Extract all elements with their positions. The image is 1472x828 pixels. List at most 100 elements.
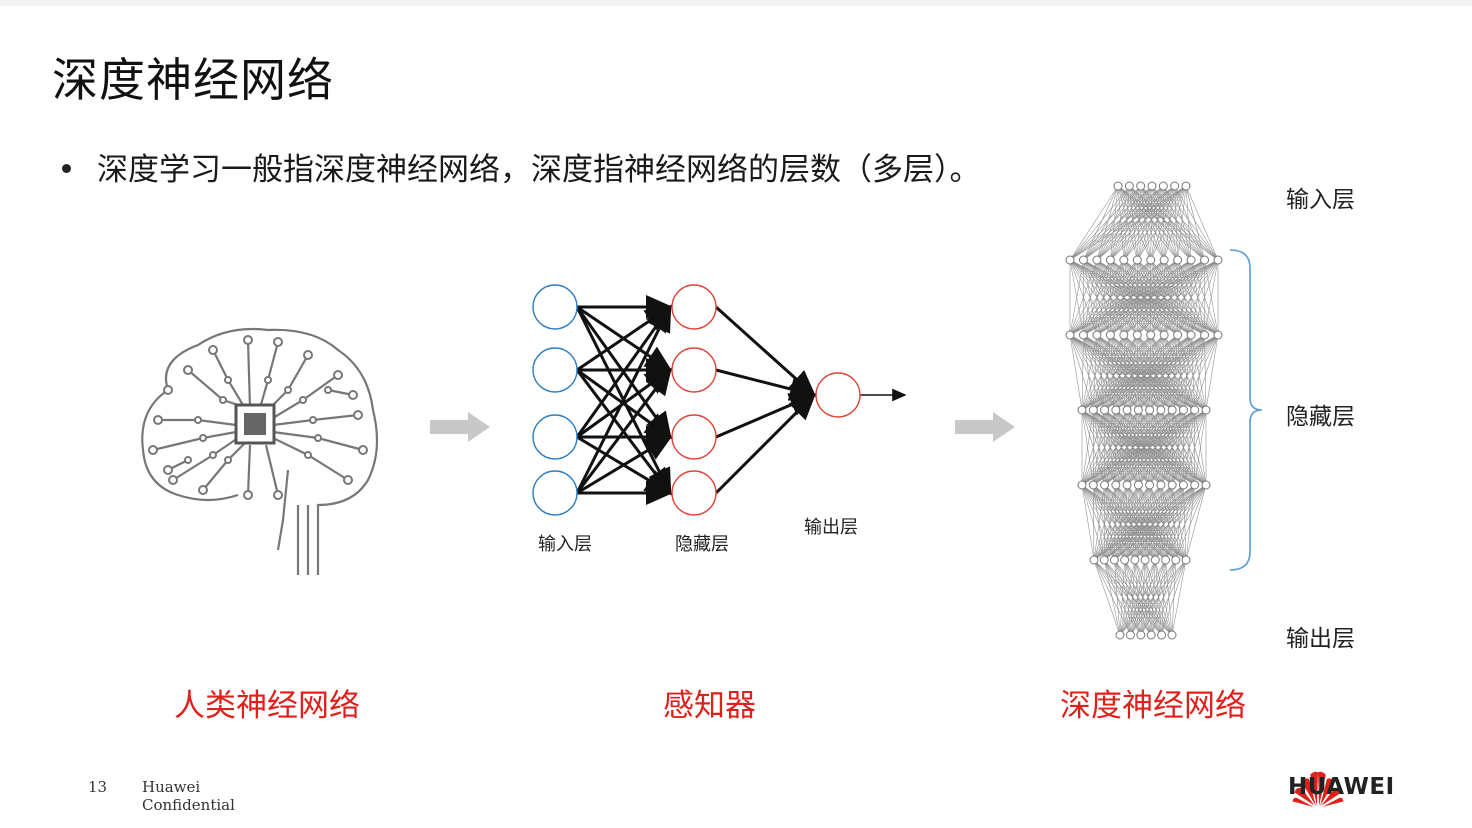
dnn-edge	[1175, 484, 1207, 561]
dnn-edge	[1069, 334, 1128, 411]
dnn-edge	[1093, 409, 1207, 486]
dnn-edge	[1163, 185, 1187, 261]
dnn-edge	[1093, 484, 1150, 561]
dnn-edge	[1081, 409, 1150, 486]
dnn-edge	[1093, 484, 1139, 561]
dnn-edge	[1177, 185, 1187, 261]
dnn-edge	[1093, 334, 1192, 411]
dnn-node	[1146, 330, 1156, 340]
perceptron-edge	[575, 367, 672, 494]
dnn-edge	[1119, 559, 1166, 636]
top-border	[0, 0, 1472, 6]
dnn-edge	[1119, 559, 1136, 636]
dnn-edge	[1081, 409, 1105, 486]
dnn-node	[1109, 555, 1119, 565]
dnn-edge	[1171, 334, 1219, 411]
dnn-edge	[1165, 484, 1173, 561]
dnn-edge	[1136, 185, 1141, 261]
dnn-node	[1125, 630, 1135, 640]
dnn-edge	[1177, 259, 1219, 336]
dnn-edge	[1103, 484, 1117, 561]
dnn-edge	[1124, 484, 1162, 561]
dnn-edge	[1124, 484, 1195, 561]
dnn-node	[1130, 555, 1140, 565]
dnn-edge	[1150, 185, 1175, 261]
dnn-edge	[1115, 484, 1187, 561]
dnn-node	[1133, 405, 1143, 415]
dnn-edge	[1114, 484, 1162, 561]
dnn-edge	[1119, 559, 1146, 636]
dnn-edge	[1155, 484, 1184, 561]
dnn-edge	[1069, 334, 1117, 411]
dnn-node	[1124, 181, 1134, 191]
perceptron-output-node	[815, 372, 861, 418]
deep-network-caption: 深度神经网络	[1060, 688, 1246, 724]
dnn-edge	[1151, 185, 1192, 261]
dnn-edge	[1150, 559, 1187, 636]
dnn-edge	[1083, 185, 1175, 261]
dnn-edge	[1096, 185, 1187, 261]
dnn-edge	[1114, 559, 1121, 636]
dnn-edge	[1165, 484, 1195, 561]
dnn-edge	[1140, 559, 1187, 636]
dnn-edge	[1160, 484, 1187, 561]
dnn-edge	[1190, 259, 1219, 336]
dnn-edge	[1115, 484, 1146, 561]
dnn-edge	[1163, 185, 1175, 261]
perceptron-input-node	[532, 284, 578, 330]
dnn-edge	[1185, 185, 1219, 261]
dnn-node	[1105, 255, 1115, 265]
dnn-edge	[1123, 259, 1219, 336]
dnn-edge	[1140, 185, 1219, 261]
perceptron-hidden-node	[671, 470, 717, 516]
dnn-edge	[1150, 185, 1187, 261]
dnn-edge	[1069, 259, 1178, 336]
dnn-edge	[1093, 334, 1219, 411]
dnn-edge	[1124, 484, 1173, 561]
dnn-edge	[1134, 484, 1139, 561]
dnn-edge	[1160, 409, 1207, 486]
dnn-node	[1178, 405, 1188, 415]
dnn-node	[1167, 630, 1177, 640]
dnn-node	[1120, 555, 1130, 565]
dnn-node	[1119, 330, 1129, 340]
dnn-edge	[1151, 185, 1205, 261]
dnn-edge	[1144, 484, 1184, 561]
dnn-edge	[1134, 484, 1195, 561]
dnn-edge	[1069, 259, 1165, 336]
page-number: 13	[88, 778, 108, 796]
dnn-node	[1078, 255, 1088, 265]
dnn-edge	[1104, 334, 1125, 411]
dnn-edge	[1174, 185, 1219, 261]
dnn-node	[1122, 405, 1132, 415]
dnn-edge	[1115, 334, 1205, 411]
dnn-edge	[1150, 185, 1164, 261]
dnn-edge	[1150, 185, 1153, 261]
dnn-node	[1105, 330, 1115, 340]
dnn-edge	[1138, 484, 1156, 561]
dnn-edge	[1096, 185, 1164, 261]
perceptron-hidden-label: 隐藏层	[675, 534, 729, 555]
dnn-edge	[1110, 334, 1139, 411]
dnn-edge	[1138, 334, 1178, 411]
dnn-edge	[1110, 185, 1141, 261]
dnn-node	[1170, 181, 1180, 191]
perceptron-input-node	[532, 470, 578, 516]
dnn-node	[1167, 405, 1177, 415]
dnn-edge	[1104, 409, 1207, 486]
dnn-edge	[1092, 334, 1098, 411]
dnn-edge	[1069, 334, 1105, 411]
dnn-edge	[1140, 185, 1205, 261]
dnn-edge	[1110, 334, 1128, 411]
dnn-edge	[1138, 484, 1187, 561]
dnn-edge	[1104, 334, 1178, 411]
dnn-node	[1136, 181, 1146, 191]
dnn-edge	[1081, 334, 1111, 411]
dnn-edge	[1103, 559, 1121, 636]
perceptron-hidden-node	[671, 414, 717, 460]
dnn-edge	[1126, 484, 1146, 561]
dnn-edge	[1081, 334, 1151, 411]
dnn-edge	[1160, 484, 1177, 561]
dnn-edge	[1114, 484, 1207, 561]
dnn-edge	[1083, 334, 1117, 411]
